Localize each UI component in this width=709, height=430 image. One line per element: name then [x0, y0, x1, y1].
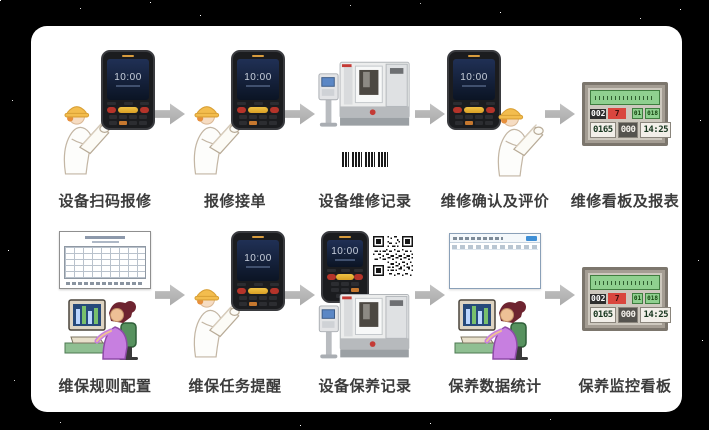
andon-clock: 14:25 [640, 122, 672, 138]
woman-at-computer-icon [64, 299, 138, 360]
step-maintain-record-icons: 10:00 [315, 231, 415, 363]
step-label: 设备扫码报修 [58, 193, 152, 210]
step-scan-report: 10:00 设备扫码报修 [55, 50, 155, 211]
woman-at-computer-icon [454, 299, 528, 360]
step-label: 报修接单 [203, 193, 266, 210]
cnc-machine-icon [318, 294, 410, 359]
andon-line-number: 002 [590, 108, 607, 119]
maintenance-flow-row: 维保规则配置 [55, 231, 672, 396]
andon-count-mid: 000 [617, 122, 639, 138]
pda-icon: 10:00 [101, 50, 155, 130]
pda-icon: 10:00 [321, 231, 369, 303]
step-data-stats: 保养数据统计 [445, 231, 545, 396]
worker-icon [193, 289, 240, 358]
andon-count-left: 0165 [590, 122, 616, 138]
flow-arrow-icon [285, 103, 315, 125]
cnc-machine-icon [318, 61, 410, 127]
window-button [526, 235, 537, 241]
step-rule-config: 维保规则配置 [55, 231, 155, 396]
andon-led-strip [590, 90, 660, 105]
worker-icon [63, 106, 110, 175]
step-confirm-evaluate: 10:00 [441, 50, 549, 211]
worker-icon [497, 108, 544, 177]
step-scan-report-icons: 10:00 [55, 50, 155, 178]
barcode-icon [342, 152, 388, 167]
andon-alarm-box: 7 [608, 293, 626, 304]
andon-target-1: 01 [631, 108, 644, 119]
flow-arrow-icon [415, 284, 445, 306]
andon-target-2: 018 [645, 293, 660, 304]
step-label: 保养监控看板 [578, 378, 672, 395]
step-rule-config-icons [55, 231, 155, 363]
app-window-icon [449, 233, 541, 289]
andon-led-strip [590, 275, 660, 290]
step-repair-record: 设备维修记录 [315, 50, 415, 211]
andon-line-number: 002 [590, 293, 607, 304]
flow-arrow-icon [415, 103, 445, 125]
worker-icon [193, 106, 240, 175]
step-label: 维保规则配置 [58, 378, 152, 395]
step-repair-record-icons [315, 50, 415, 178]
andon-count-left: 0165 [590, 307, 616, 323]
step-repair-kanban: 002 7 01 018 0165 000 14:25 维 [571, 50, 679, 211]
step-task-reminder-icons: 10:00 [185, 231, 285, 363]
step-label: 设备维修记录 [318, 193, 412, 210]
step-accept-order: 10:00 报修接单 [185, 50, 285, 211]
andon-board-icon: 002 7 01 018 0165 000 14:25 [582, 267, 672, 331]
step-monitor-kanban-icons: 002 7 01 018 0165 000 14:25 [575, 231, 675, 363]
step-label: 维保任务提醒 [188, 378, 282, 395]
step-label: 设备保养记录 [318, 378, 412, 395]
step-monitor-kanban: 002 7 01 018 0165 000 14:25 保 [575, 231, 675, 396]
flow-arrow-icon [285, 284, 315, 306]
background-noise [0, 0, 1, 1]
pda-brand-logo [122, 55, 134, 57]
step-maintain-record: 10:00 [315, 231, 415, 396]
pda-clock: 10:00 [114, 72, 142, 83]
andon-count-mid: 000 [617, 307, 639, 323]
step-label: 维修确认及评价 [440, 193, 550, 210]
pda-screen: 10:00 [107, 59, 149, 100]
qr-code-icon [373, 236, 413, 276]
diagram-card: 10:00 设备扫码报修 [31, 26, 682, 412]
pda-icon: 10:00 [447, 50, 501, 130]
step-accept-order-icons: 10:00 [185, 50, 285, 178]
spreadsheet-doc-icon [59, 231, 151, 289]
step-repair-kanban-icons: 002 7 01 018 0165 000 14:25 [575, 50, 675, 178]
step-label: 维修看板及报表 [570, 193, 680, 210]
step-confirm-evaluate-icons: 10:00 [445, 50, 545, 178]
repair-flow-row: 10:00 设备扫码报修 [55, 50, 679, 211]
pda-icon: 10:00 [231, 231, 285, 311]
andon-alarm-box: 7 [608, 108, 626, 119]
flow-arrow-icon [545, 284, 575, 306]
andon-target-1: 01 [631, 293, 644, 304]
step-label: 保养数据统计 [448, 378, 542, 395]
andon-target-2: 018 [645, 108, 660, 119]
step-task-reminder: 10:00 维保任务提醒 [185, 231, 285, 396]
pda-icon: 10:00 [231, 50, 285, 130]
andon-board-icon: 002 7 01 018 0165 000 14:25 [582, 82, 672, 146]
andon-clock: 14:25 [640, 307, 672, 323]
step-data-stats-icons [445, 231, 545, 363]
